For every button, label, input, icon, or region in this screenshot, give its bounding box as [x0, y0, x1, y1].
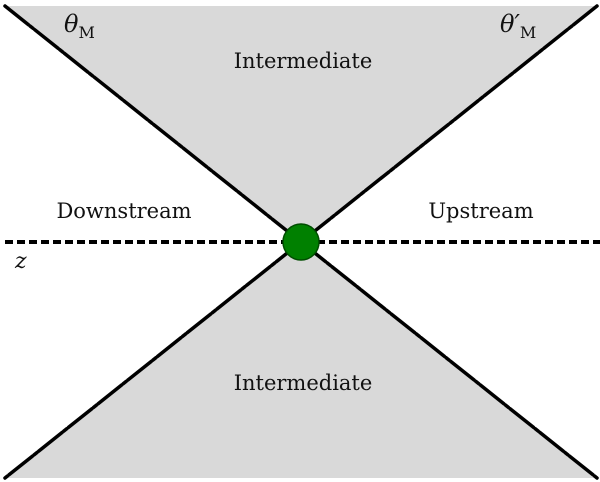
theta-subscript-left: M: [78, 23, 94, 42]
theta-m-label-left: θM: [64, 10, 95, 42]
downstream-label: Downstream: [56, 199, 191, 223]
theta-symbol-right: θ′: [500, 10, 520, 38]
intermediate-label-top: Intermediate: [234, 49, 373, 73]
center-point: [282, 223, 320, 261]
intermediate-region-bottom: [5, 242, 597, 478]
intermediate-region-top: [5, 6, 597, 242]
z-axis-label: z: [14, 249, 27, 274]
svg-text:θ′M: θ′M: [500, 10, 536, 42]
theta-m-prime-label-right: θ′M: [500, 10, 536, 42]
upstream-label: Upstream: [428, 199, 533, 223]
theta-subscript-right: M: [520, 23, 536, 42]
svg-text:θM: θM: [64, 10, 95, 42]
intermediate-label-bottom: Intermediate: [234, 371, 373, 395]
theta-symbol-left: θ: [64, 10, 79, 38]
